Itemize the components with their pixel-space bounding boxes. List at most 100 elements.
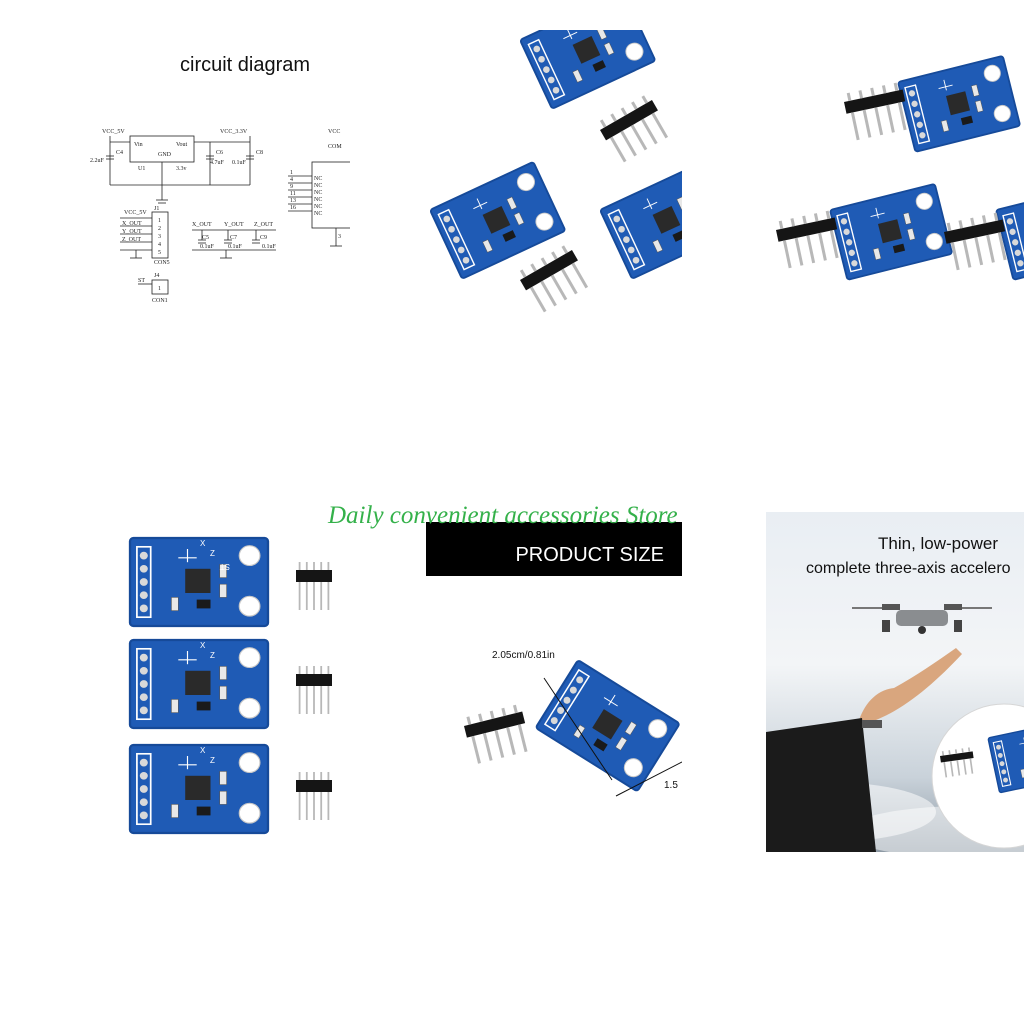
svg-text:16: 16 <box>290 205 296 211</box>
pin-header <box>460 702 534 767</box>
svg-text:0.1uF: 0.1uF <box>200 244 215 250</box>
pcb-board: X Z <box>128 638 270 730</box>
svg-text:0.1uF: 0.1uF <box>262 244 277 250</box>
product-size-photo <box>460 659 682 797</box>
drone-promo-tile: Thin, low-power complete three-axis acce… <box>766 512 1024 852</box>
pin-header <box>594 91 674 167</box>
svg-text:X_OUT: X_OUT <box>192 222 212 228</box>
pin-header <box>772 208 845 271</box>
height-dimension-label: 1.5 <box>664 780 678 791</box>
drone-hand-photo <box>766 604 1024 852</box>
pcb-board <box>519 30 657 110</box>
svg-text:4: 4 <box>158 242 161 248</box>
svg-text:Z_OUT: Z_OUT <box>122 237 141 243</box>
svg-text:C7: C7 <box>230 235 237 241</box>
promo-line-2: complete three-axis accelero <box>806 560 1011 577</box>
svg-text:C5: C5 <box>202 235 209 241</box>
angled-boards-tile <box>420 30 682 320</box>
svg-text:NC: NC <box>314 211 322 217</box>
dimension-line <box>543 677 613 781</box>
svg-text:J4: J4 <box>154 273 159 279</box>
pin-header <box>840 80 913 143</box>
svg-text:NC: NC <box>314 176 322 182</box>
accelerometer-boards-photo: ST X Z X Z X Z <box>128 536 334 835</box>
accelerometer-boards-photo <box>429 30 682 317</box>
svg-text:C8: C8 <box>256 150 263 156</box>
svg-text:2.2uF: 2.2uF <box>90 158 105 164</box>
boards-with-headers-tile <box>760 30 1024 320</box>
dimension-line <box>615 761 682 797</box>
svg-text:9: 9 <box>290 184 293 190</box>
svg-text:C4: C4 <box>116 150 123 156</box>
pin-header <box>940 210 1013 273</box>
pin-header <box>514 241 594 317</box>
pcb-board: X Z <box>128 743 270 835</box>
svg-text:NC: NC <box>314 183 322 189</box>
svg-text:NC: NC <box>314 197 322 203</box>
pcb-board: ST X Z <box>128 536 270 628</box>
product-size-header: PRODUCT SIZE <box>426 522 682 576</box>
svg-text:COM: COM <box>328 144 342 150</box>
svg-text:Z_OUT: Z_OUT <box>254 222 273 228</box>
store-banner: Daily convenient accessories Store <box>328 502 678 529</box>
svg-text:X: X <box>200 746 206 755</box>
svg-text:0.1uF: 0.1uF <box>232 160 247 166</box>
svg-text:NC: NC <box>314 204 322 210</box>
svg-text:VCC_5V: VCC_5V <box>102 129 125 135</box>
pin-header <box>294 770 334 822</box>
svg-text:C6: C6 <box>216 150 223 156</box>
promo-line-1: Thin, low-power <box>878 534 998 553</box>
pcb-board <box>829 182 954 281</box>
svg-text:1: 1 <box>290 170 293 176</box>
svg-text:Y_OUT: Y_OUT <box>224 222 244 228</box>
svg-text:4: 4 <box>290 177 293 183</box>
svg-text:3: 3 <box>158 234 161 240</box>
svg-text:U1: U1 <box>138 166 145 172</box>
svg-text:1: 1 <box>158 218 161 224</box>
width-dimension-label: 2.05cm/0.81in <box>492 650 555 661</box>
diagram-title: circuit diagram <box>180 54 311 76</box>
svg-text:ST: ST <box>220 562 230 571</box>
svg-text:VCC_5V: VCC_5V <box>124 210 147 216</box>
svg-text:Z: Z <box>210 756 215 765</box>
svg-text:1: 1 <box>158 286 161 292</box>
svg-text:13: 13 <box>290 198 296 204</box>
accelerometer-boards-photo <box>772 54 1024 281</box>
svg-text:X: X <box>200 539 206 548</box>
pcb-board <box>599 160 682 280</box>
svg-text:3: 3 <box>338 234 341 240</box>
svg-text:VCC: VCC <box>328 129 340 135</box>
svg-text:J1: J1 <box>154 206 159 212</box>
drone <box>852 604 992 634</box>
svg-text:VCC_3.3V: VCC_3.3V <box>220 129 248 135</box>
circuit-diagram-tile: circuit diagram <box>80 40 350 310</box>
svg-text:0.1uF: 0.1uF <box>228 244 243 250</box>
product-size-tile: PRODUCT SIZE 2.05cm/0.81in 1.5 <box>426 512 682 842</box>
pin-header <box>294 560 334 612</box>
svg-text:4.7uF: 4.7uF <box>210 160 225 166</box>
svg-text:5: 5 <box>158 250 161 256</box>
svg-text:X: X <box>200 641 206 650</box>
svg-text:2: 2 <box>158 226 161 232</box>
svg-text:11: 11 <box>290 191 296 197</box>
svg-text:Vin: Vin <box>134 142 143 148</box>
svg-text:GND: GND <box>158 152 172 158</box>
svg-text:CON1: CON1 <box>152 298 168 304</box>
svg-text:NC: NC <box>314 190 322 196</box>
svg-text:CON5: CON5 <box>154 260 170 266</box>
svg-text:Z: Z <box>210 651 215 660</box>
svg-text:X_OUT: X_OUT <box>122 221 142 227</box>
svg-text:C9: C9 <box>260 235 267 241</box>
pin-header <box>294 664 334 716</box>
stacked-boards-tile: ST X Z X Z X Z <box>110 520 350 850</box>
svg-text:Y_OUT: Y_OUT <box>122 229 142 235</box>
sleeve <box>766 718 876 852</box>
circuit-schematic: VCC_5V VCC_3.3V VCC Vin Vout GND U1 3.3v… <box>90 129 350 304</box>
svg-text:Z: Z <box>210 549 215 558</box>
svg-text:ST: ST <box>138 278 145 284</box>
svg-text:3.3v: 3.3v <box>176 166 187 172</box>
pcb-board <box>534 659 681 793</box>
pcb-board <box>897 54 1022 153</box>
product-size-title: PRODUCT SIZE <box>515 544 664 566</box>
svg-text:Vout: Vout <box>176 142 188 148</box>
